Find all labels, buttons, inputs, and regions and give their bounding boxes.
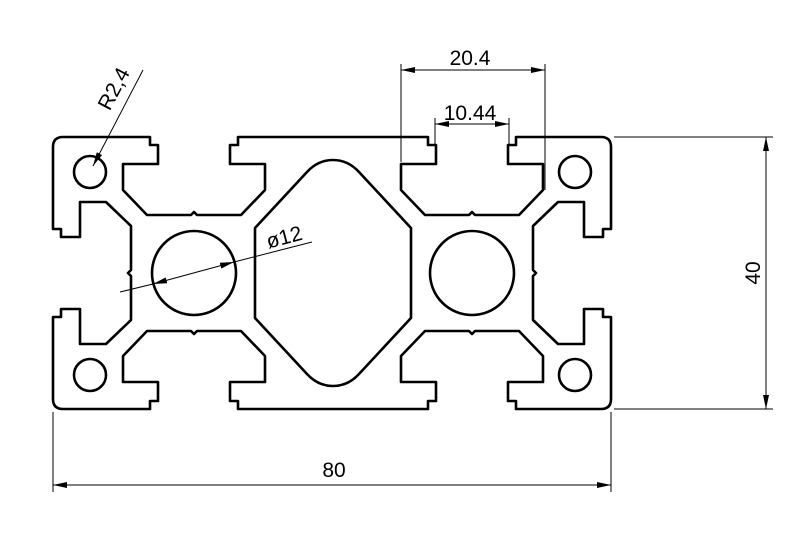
dimension-slot-width: 20.4 [400, 47, 546, 190]
dimension-width: 80 [52, 412, 612, 492]
dimension-corner-radius: R2,4 [92, 64, 144, 167]
left-center-bore [150, 229, 238, 317]
corner-hole-top-left [72, 154, 108, 190]
corner-radius-label: R2,4 [94, 64, 135, 114]
height-label: 40 [742, 261, 765, 284]
slot-width-label: 20.4 [450, 47, 491, 70]
dimension-bore-diameter: ø12 [119, 222, 313, 293]
dimension-slot-opening: 10.44 [434, 102, 510, 146]
corner-hole-bottom-left [72, 357, 108, 393]
dimension-height: 40 [614, 136, 773, 410]
corner-hole-bottom-right [557, 357, 593, 393]
profile-outline [51, 135, 613, 411]
central-cavity [253, 158, 413, 388]
bore-diameter-label: ø12 [264, 222, 305, 254]
width-label: 80 [322, 459, 345, 482]
slot-opening-label: 10.44 [444, 102, 497, 125]
corner-hole-top-right [557, 154, 593, 190]
right-center-bore [428, 229, 516, 317]
